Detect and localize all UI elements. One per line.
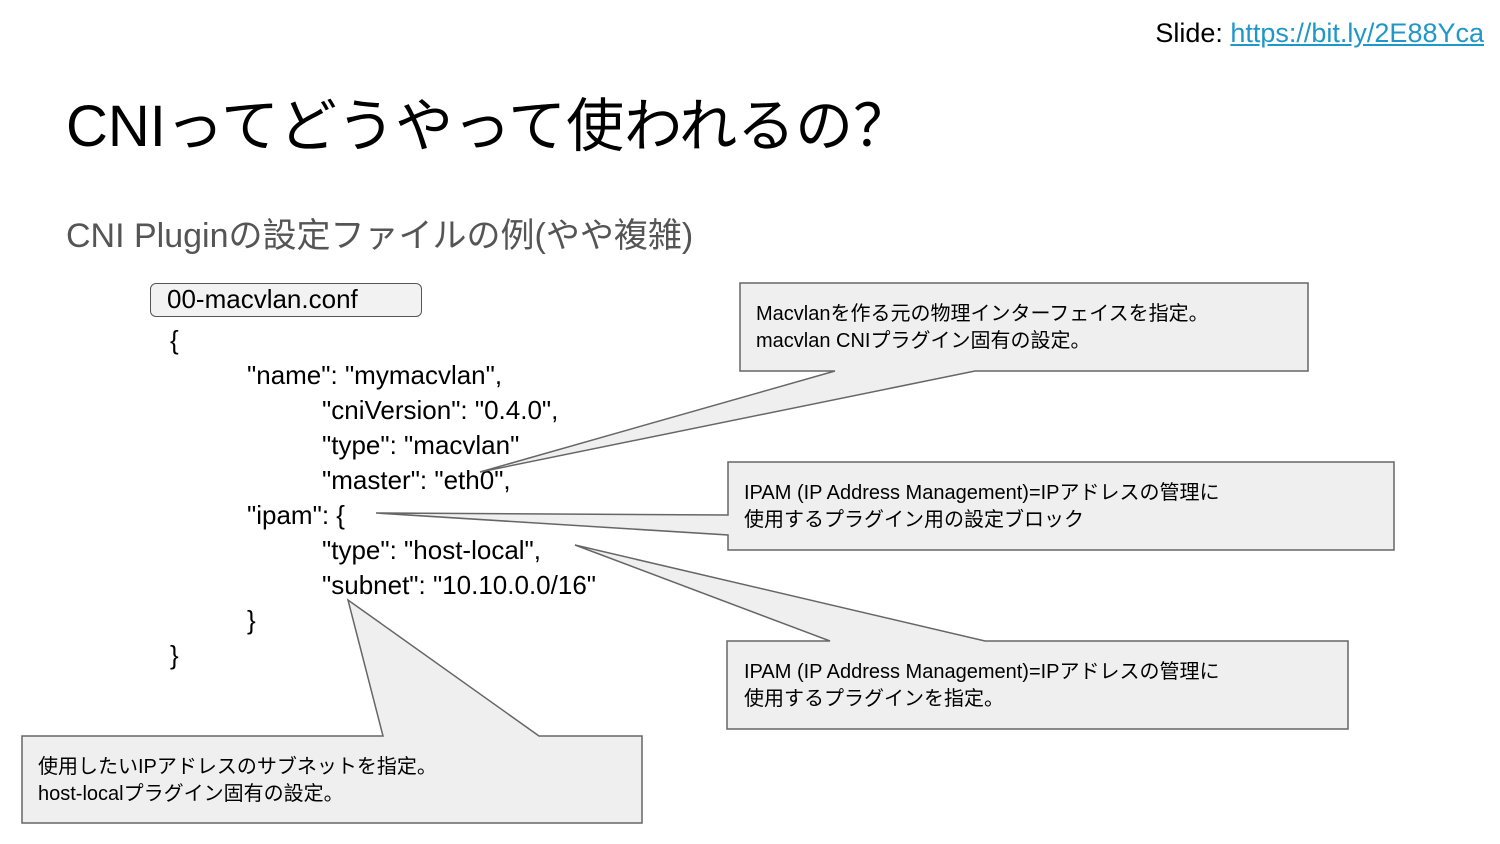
callout-subnet-line1: 使用したいIPアドレスのサブネットを指定。 xyxy=(38,754,437,778)
code-line-open-brace: { xyxy=(170,325,179,355)
code-line-type: "type": "macvlan" xyxy=(322,430,520,460)
code-line-master: "master": "eth0", xyxy=(322,465,511,495)
slide-link-prefix: Slide: xyxy=(1155,18,1231,48)
callout-master-line2: macvlan CNIプラグイン固有の設定。 xyxy=(756,329,1090,352)
slide-subtitle: CNI Pluginの設定ファイルの例(やや複雑) xyxy=(66,217,694,255)
callout-ipam-block-line1: IPAM (IP Address Management)=IPアドレスの管理に xyxy=(744,481,1220,504)
code-line-name: "name": "mymacvlan", xyxy=(247,360,503,390)
slide-link-header: Slide: https://bit.ly/2E88Yca xyxy=(1155,18,1484,49)
filename-label: 00-macvlan.conf xyxy=(150,283,422,317)
slide-link[interactable]: https://bit.ly/2E88Yca xyxy=(1230,18,1484,48)
code-line-cniversion: "cniVersion": "0.4.0", xyxy=(322,395,559,425)
callout-ipam-block-line2: 使用するプラグイン用の設定ブロック xyxy=(744,507,1084,531)
callout-ipam-type: IPAM (IP Address Management)=IPアドレスの管理に … xyxy=(574,544,1349,730)
callout-subnet: 使用したいIPアドレスのサブネットを指定。 host-localプラグイン固有の… xyxy=(21,598,643,824)
callout-ipam-type-line1: IPAM (IP Address Management)=IPアドレスの管理に xyxy=(744,660,1220,683)
callout-master-line1: Macvlanを作る元の物理インターフェイスを指定。 xyxy=(756,302,1209,325)
callout-subnet-line2: host-localプラグイン固有の設定。 xyxy=(38,782,344,805)
code-line-ipam-type: "type": "host-local", xyxy=(322,535,542,565)
callout-ipam-type-line2: 使用するプラグインを指定。 xyxy=(744,687,1004,710)
code-line-close-brace: } xyxy=(170,640,179,670)
code-line-ipam: "ipam": { xyxy=(247,500,345,530)
code-line-subnet: "subnet": "10.10.0.0/16" xyxy=(322,570,597,600)
code-line-ipam-close: } xyxy=(247,605,256,635)
callout-master: Macvlanを作る元の物理インターフェイスを指定。 macvlan CNIプラ… xyxy=(479,282,1309,473)
slide-title: CNIってどうやって使われるの？ xyxy=(66,94,912,159)
callout-ipam-block: IPAM (IP Address Management)=IPアドレスの管理に … xyxy=(375,461,1395,551)
